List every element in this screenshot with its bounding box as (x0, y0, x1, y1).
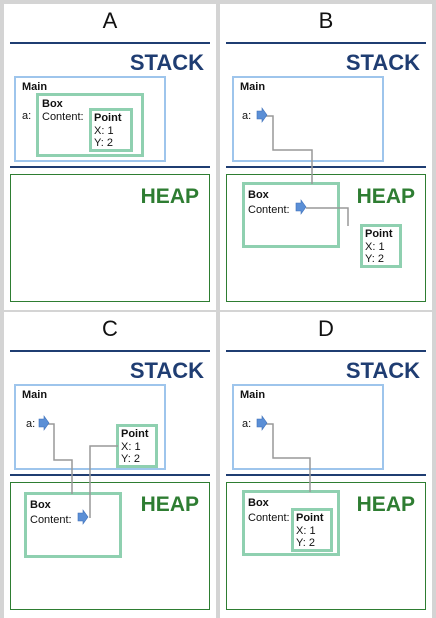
point-object: Point X: 1 Y: 2 (360, 224, 402, 268)
main-title: Main (240, 81, 266, 93)
box-title: Box (30, 499, 51, 511)
main-frame: Main a: (232, 384, 384, 470)
panel-label: C (102, 316, 118, 341)
stack-title: STACK (345, 50, 420, 75)
stack-title: STACK (129, 358, 204, 383)
point-title: Point (94, 112, 122, 124)
stack-title: STACK (345, 358, 420, 383)
panel-c: C STACK Main a: Point X: 1 Y: 2 HEAP Box… (4, 312, 216, 618)
main-title: Main (22, 389, 48, 401)
var-a-label: a: (26, 418, 36, 430)
stack-region: STACK (10, 42, 210, 168)
heap-region: HEAP (226, 174, 426, 302)
point-y: Y: 2 (365, 253, 384, 265)
var-a-label: a: (22, 110, 32, 122)
panel-a: A STACK Main a: Box Content: Point X: 1 … (4, 4, 216, 310)
point-x: X: 1 (365, 241, 385, 253)
main-title: Main (240, 389, 266, 401)
main-title: Main (22, 81, 48, 93)
point-x: X: 1 (94, 125, 114, 137)
main-frame: Main a: (232, 76, 384, 162)
point-y: Y: 2 (296, 537, 315, 549)
heap-title: HEAP (356, 493, 415, 516)
point-object: Point X: 1 Y: 2 (291, 508, 333, 552)
content-label: Content: (42, 111, 84, 123)
panel-label: B (318, 8, 334, 33)
point-y: Y: 2 (121, 453, 140, 465)
box-object: Box Content: (24, 492, 122, 558)
box-object: Box Content: (242, 182, 340, 248)
content-label: Content: (248, 204, 290, 216)
box-object: Box Content: Point X: 1 Y: 2 (36, 93, 144, 157)
stack-region: STACK (226, 350, 426, 476)
content-label: Content: (248, 512, 290, 524)
box-title: Box (248, 189, 269, 201)
heap-title: HEAP (356, 185, 415, 208)
panel-label: A (102, 8, 118, 33)
var-a-label: a: (242, 110, 252, 122)
heap-title: HEAP (140, 493, 199, 516)
point-object: Point X: 1 Y: 2 (89, 108, 133, 152)
box-object: Box Content: Point X: 1 Y: 2 (242, 490, 340, 556)
main-frame: Main a: Box Content: Point X: 1 Y: 2 (14, 76, 166, 162)
box-title: Box (248, 497, 269, 509)
box-title: Box (42, 98, 63, 110)
var-a-label: a: (242, 418, 252, 430)
stack-region: STACK (226, 42, 426, 168)
heap-region: HEAP (226, 482, 426, 610)
point-title: Point (121, 428, 149, 440)
point-x: X: 1 (296, 525, 316, 537)
panel-b: B STACK Main a: HEAP Box Content: Point … (220, 4, 432, 310)
point-x: X: 1 (121, 441, 141, 453)
heap-region: HEAP (10, 174, 210, 302)
point-title: Point (365, 228, 393, 240)
panel-d: D STACK Main a: HEAP Box Content: Point … (220, 312, 432, 618)
panel-label: D (318, 316, 334, 341)
point-y: Y: 2 (94, 137, 113, 149)
point-object: Point X: 1 Y: 2 (116, 424, 158, 468)
stack-title: STACK (129, 50, 204, 75)
point-title: Point (296, 512, 324, 524)
content-label: Content: (30, 514, 72, 526)
heap-title: HEAP (140, 185, 199, 208)
